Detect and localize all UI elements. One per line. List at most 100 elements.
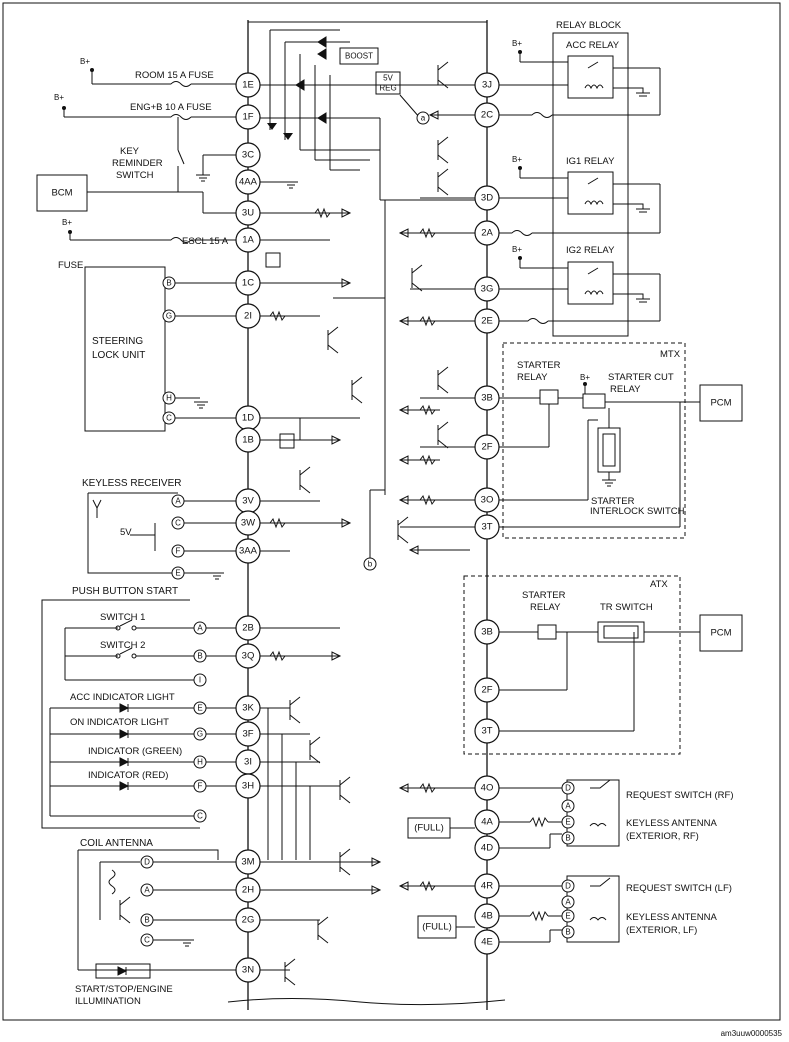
full-lf-label: (FULL) xyxy=(422,922,452,933)
led-icon xyxy=(119,781,130,791)
relay-contact-icon xyxy=(587,267,599,275)
connector-pin-label: B xyxy=(565,928,570,937)
right-terminal: 4O xyxy=(474,775,500,801)
ground-icon xyxy=(194,401,208,409)
right-terminal: 4A xyxy=(474,809,500,835)
arrow-icon xyxy=(331,651,342,661)
right-terminal-label: 3T xyxy=(481,522,492,533)
led-icon xyxy=(119,703,130,713)
bplus-terminal-icon xyxy=(68,230,72,234)
left-terminal: 3U xyxy=(235,200,261,226)
lf-unit-box xyxy=(566,875,620,943)
bplus-label: B+ xyxy=(512,245,522,254)
left-terminal-label: 3M xyxy=(241,857,254,868)
figure-id-label: am3uuw0000535 xyxy=(721,1029,783,1038)
illumination-label-2: ILLUMINATION xyxy=(75,996,141,1007)
antenna-coil-icon xyxy=(589,917,607,921)
left-terminal-circle xyxy=(235,907,261,933)
connector-pin-keyless: C xyxy=(171,516,185,530)
connector-pin-circle xyxy=(162,309,176,323)
key-switch-icon xyxy=(177,149,185,165)
on-indicator-label: ON INDICATOR LIGHT xyxy=(70,717,169,728)
connector-pin-circle xyxy=(193,621,207,635)
left-terminal-circle xyxy=(235,427,261,453)
connector-pin-label: D xyxy=(565,784,571,793)
reg-label-2: REG xyxy=(379,84,396,93)
arrow-icon xyxy=(398,783,409,793)
connector-pin-label: A xyxy=(565,802,571,811)
right-terminal: 3G xyxy=(474,276,500,302)
right-terminal-label: 3O xyxy=(481,495,494,506)
request-switch-icon xyxy=(590,779,611,789)
connector-pin-label: I xyxy=(199,676,201,685)
connector-pin-label: C xyxy=(144,936,150,945)
right-terminal-circle xyxy=(474,619,500,645)
ground-icon xyxy=(180,939,194,947)
connector-pin-label: B xyxy=(166,279,171,288)
left-terminal-label: 4AA xyxy=(239,177,258,188)
connector-pin-keyless: E xyxy=(171,566,185,580)
left-terminal-circle xyxy=(235,773,261,799)
connector-pin-circle xyxy=(561,909,575,923)
bcm-box xyxy=(36,174,88,212)
right-terminal-label: 2F xyxy=(481,442,492,453)
ig2-relay-box xyxy=(567,261,614,305)
connector-pin-label: F xyxy=(198,782,203,791)
escl-fuse-label-2: FUSE xyxy=(58,260,83,271)
coil-icon xyxy=(108,869,116,895)
relay-coil-icon xyxy=(584,290,604,296)
left-terminal-label: 3F xyxy=(242,729,253,740)
right-terminal-circle xyxy=(474,677,500,703)
acc-relay-label: ACC RELAY xyxy=(566,40,620,51)
connector-pin-circle xyxy=(561,831,575,845)
indicator-red-label: INDICATOR (RED) xyxy=(88,770,168,781)
right-terminal-circle xyxy=(474,903,500,929)
antenna-rf-label-2: (EXTERIOR, RF) xyxy=(626,831,699,842)
ground-icon xyxy=(613,293,650,303)
arrow-icon xyxy=(371,885,382,895)
diode-icon xyxy=(317,36,327,48)
request-lf-label: REQUEST SWITCH (LF) xyxy=(626,883,732,894)
connector-pin-label: A xyxy=(565,898,571,907)
room-fuse-label: ROOM 15 A FUSE xyxy=(135,70,214,81)
key-reminder-label-2: REMINDER xyxy=(112,158,163,169)
connector-pin-circle xyxy=(561,879,575,893)
left-terminal-label: 2G xyxy=(242,915,255,926)
left-terminal: 1D xyxy=(235,405,261,431)
left-terminal: 3Q xyxy=(235,643,261,669)
connector-pin-push: H xyxy=(193,755,207,769)
mtx-box xyxy=(502,342,686,539)
key-reminder-label-1: KEY xyxy=(120,146,140,157)
left-terminal-label: 1E xyxy=(242,80,254,91)
connector-pin-circle xyxy=(561,799,575,813)
connector-pin-label: C xyxy=(197,812,203,821)
left-terminal: 1E xyxy=(235,72,261,98)
connector-pin-coil: B xyxy=(140,913,154,927)
boost-box xyxy=(339,47,379,65)
connector-pin-circle xyxy=(162,276,176,290)
connector-pin-label: G xyxy=(197,730,203,739)
left-terminal: 1B xyxy=(235,427,261,453)
right-terminal-circle xyxy=(474,102,500,128)
connector-pin-keyless: A xyxy=(171,494,185,508)
left-terminal-label: 3U xyxy=(242,208,254,219)
arrow-icon xyxy=(398,316,409,326)
pcm-mtx-label: PCM xyxy=(710,398,731,409)
tr-switch-label: TR SWITCH xyxy=(600,602,653,613)
connector-pin-label: E xyxy=(565,818,570,827)
connector-pin-circle xyxy=(193,701,207,715)
right-terminal-circle xyxy=(474,308,500,334)
bplus-label: B+ xyxy=(512,155,522,164)
connector-pin-keyless: F xyxy=(171,544,185,558)
connector-pin-circle xyxy=(193,755,207,769)
connector-pin-coil: D xyxy=(140,855,154,869)
tr-switch-box xyxy=(597,621,645,643)
left-terminal-circle xyxy=(235,142,261,168)
arrow-icon xyxy=(341,208,352,218)
arrow-icon xyxy=(398,455,409,465)
relay-contact-icon xyxy=(587,177,599,185)
right-terminal-circle xyxy=(474,809,500,835)
zener-icon xyxy=(283,133,293,140)
connector-pin-circle xyxy=(561,815,575,829)
